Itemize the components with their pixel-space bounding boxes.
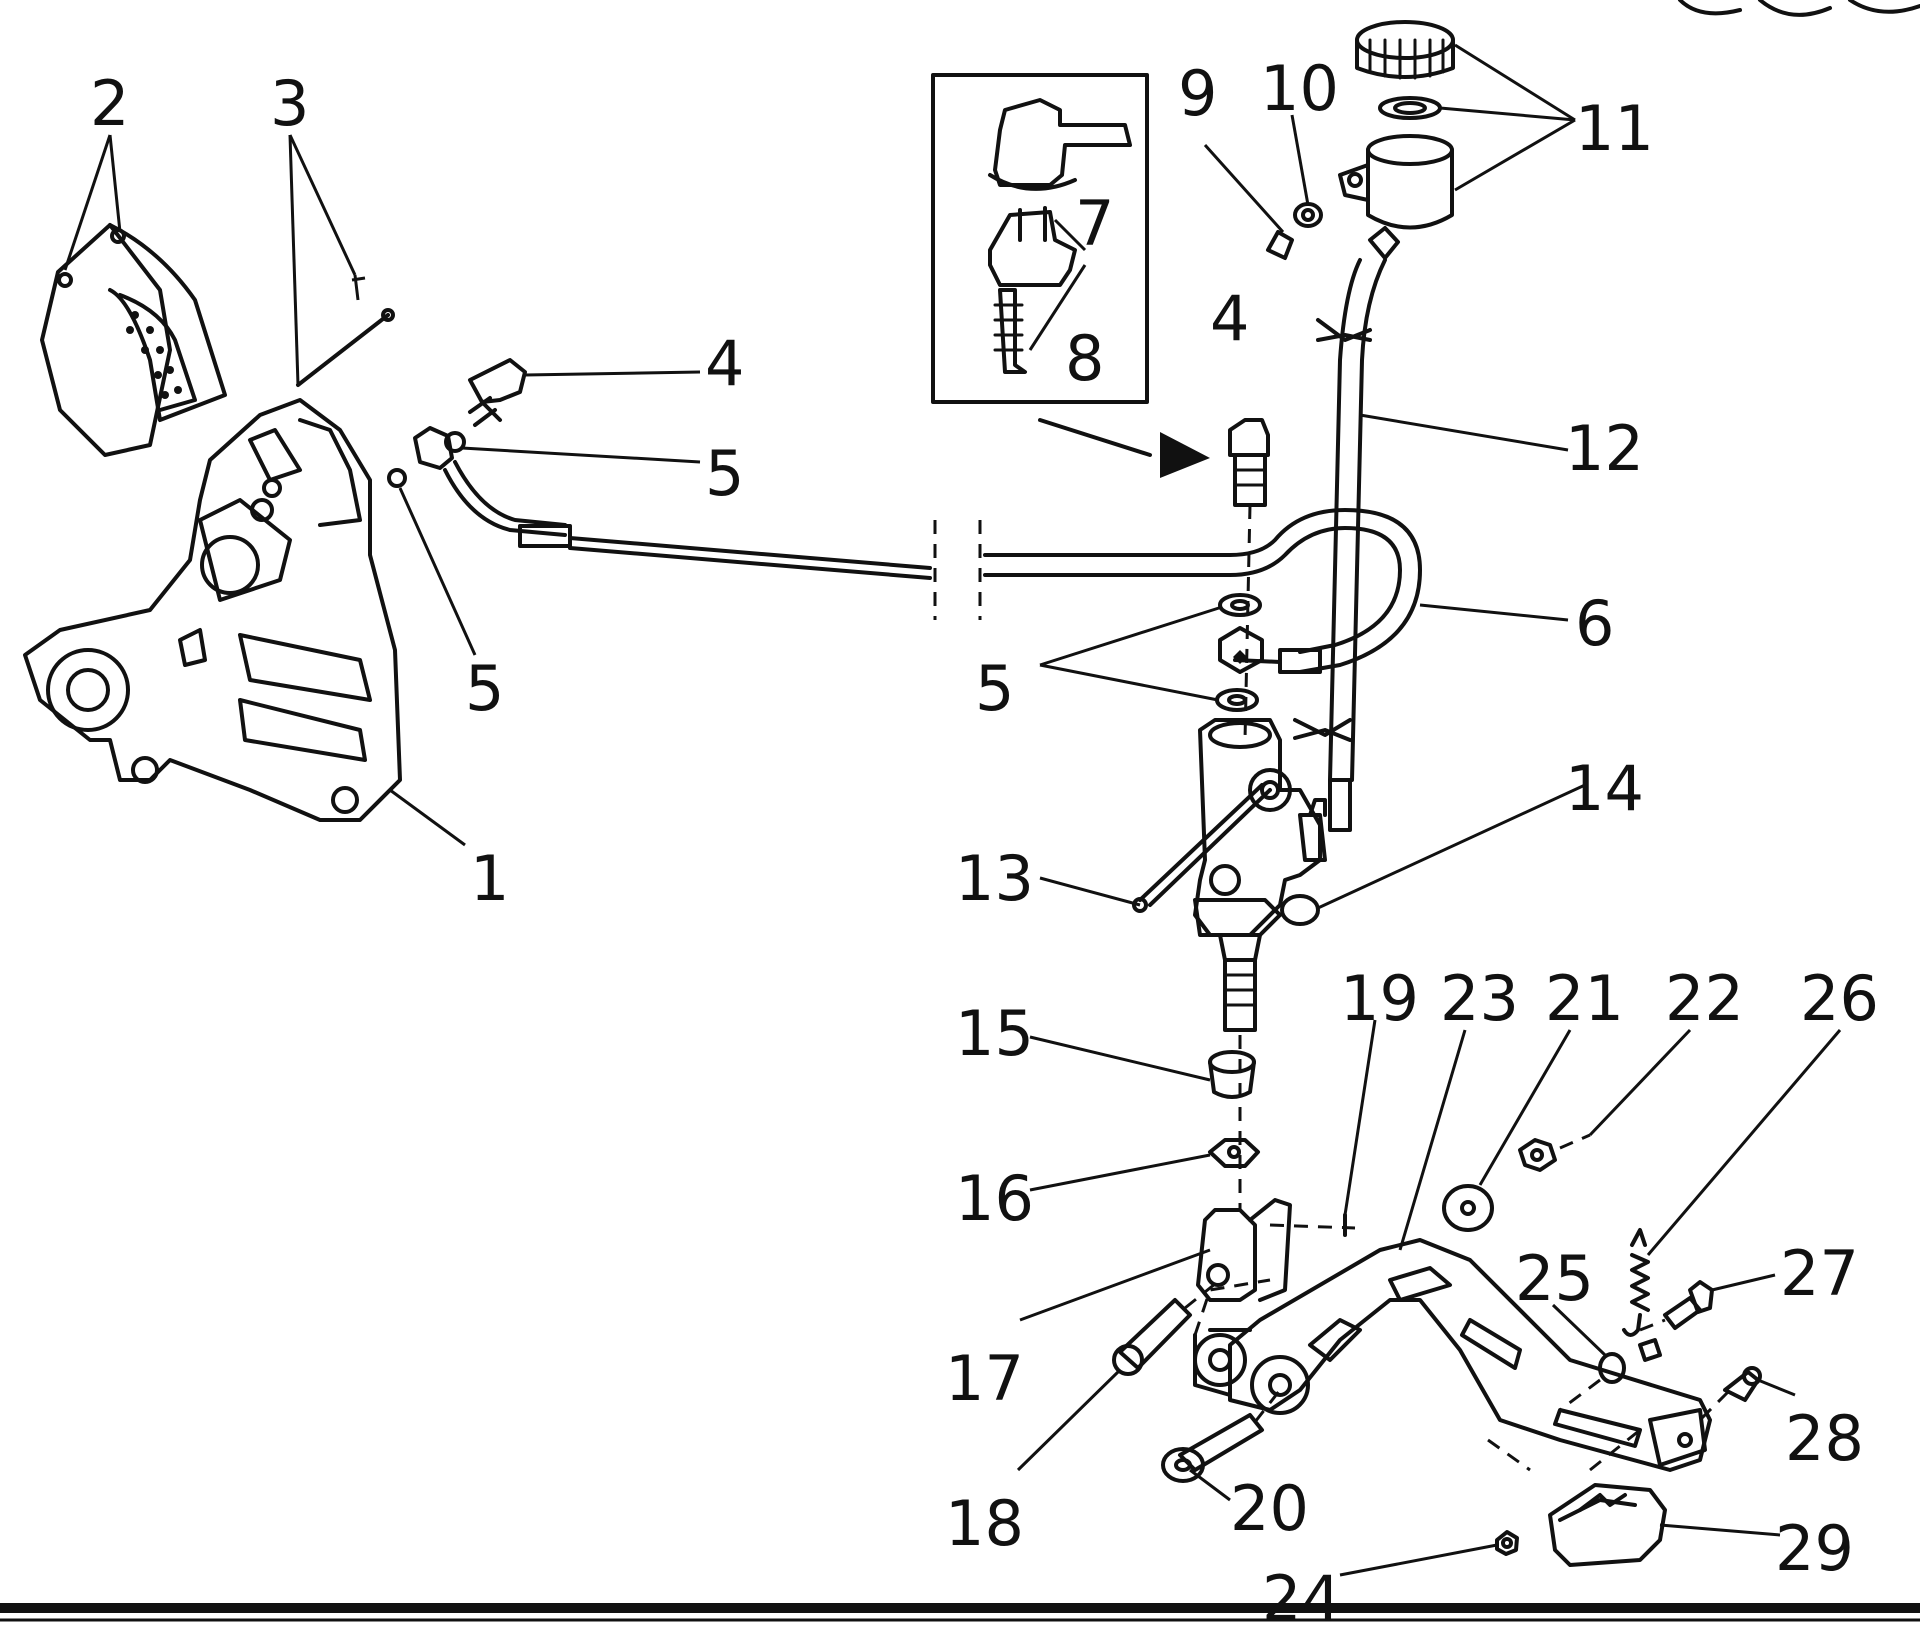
callout-16: 16: [955, 1162, 1034, 1235]
pad-pin: [296, 308, 395, 387]
callout-1: 1: [470, 842, 509, 915]
callout-4-left: 4: [705, 327, 744, 400]
axis-pedal-tip: [1487, 1438, 1531, 1472]
callout-2: 2: [90, 67, 129, 140]
callout-3: 3: [270, 67, 309, 140]
axis-pedal-tip-2: [1589, 1428, 1641, 1472]
leader-lines: [63, 43, 1842, 1577]
callout-20: 20: [1230, 1472, 1309, 1545]
callout-23: 23: [1440, 962, 1519, 1035]
master-cylinder-pin: [1132, 783, 1272, 913]
tip-screw: [1698, 1366, 1762, 1422]
callout-9: 9: [1178, 57, 1217, 130]
brake-hose: [443, 460, 1422, 674]
master-cylinder: [1193, 718, 1327, 962]
callout-25: 25: [1515, 1242, 1594, 1315]
callout-7: 7: [1075, 187, 1114, 260]
spring-bolt: [1639, 1280, 1714, 1332]
callout-numbers: 1 2 3 4 5 5 6 7 8 9 10 11 12 4 5 13 14 1…: [90, 52, 1879, 1633]
tip-nut: [1495, 1530, 1519, 1556]
push-rod: [1223, 958, 1257, 1210]
banjo-bolt-caliper: [468, 358, 527, 427]
callout-14: 14: [1565, 752, 1644, 825]
clevis-pin: [1112, 1278, 1221, 1376]
caliper-body: [23, 398, 402, 822]
brake-pads: [40, 223, 227, 457]
callout-19: 19: [1340, 962, 1419, 1035]
spring: [1622, 1228, 1650, 1337]
boot: [1208, 1050, 1256, 1099]
brake-pedal: [1193, 1238, 1712, 1472]
pivot-bolt: [1161, 1389, 1282, 1483]
stop-switch-inset: [931, 73, 1210, 478]
callout-18: 18: [945, 1487, 1024, 1560]
stop-bolt: [1559, 1338, 1662, 1412]
bottom-rule: [0, 1603, 1920, 1613]
banjo-fitting-caliper: [387, 426, 466, 488]
callout-6: 6: [1575, 587, 1614, 660]
callout-5-left-lower: 5: [465, 652, 504, 725]
pedal-washer: [1442, 1184, 1494, 1232]
callout-12: 12: [1565, 412, 1644, 485]
washers-master: [1215, 593, 1264, 712]
callout-5-left-upper: 5: [705, 437, 744, 510]
reservoir-hose: [1293, 258, 1387, 832]
callout-24: 24: [1262, 1562, 1341, 1633]
callout-26: 26: [1800, 962, 1879, 1035]
corner-fragment: [1678, 0, 1920, 17]
callout-10: 10: [1260, 52, 1339, 125]
callout-29: 29: [1775, 1512, 1854, 1585]
callout-5-center: 5: [975, 652, 1014, 725]
pedal-tip: [1548, 1483, 1667, 1567]
callout-15: 15: [955, 997, 1034, 1070]
callout-13: 13: [955, 842, 1034, 915]
callout-27: 27: [1780, 1237, 1859, 1310]
callout-17: 17: [945, 1342, 1024, 1415]
callout-28: 28: [1785, 1402, 1864, 1475]
callout-22: 22: [1665, 962, 1744, 1035]
callout-8: 8: [1065, 322, 1104, 395]
callout-21: 21: [1545, 962, 1624, 1035]
clevis: [1196, 1198, 1292, 1302]
pedal-nut: [1518, 1133, 1591, 1172]
callout-11: 11: [1575, 92, 1654, 165]
cotter-pin: [1269, 1213, 1356, 1237]
callout-4-center: 4: [1210, 282, 1249, 355]
lock-nut: [1208, 1138, 1260, 1168]
